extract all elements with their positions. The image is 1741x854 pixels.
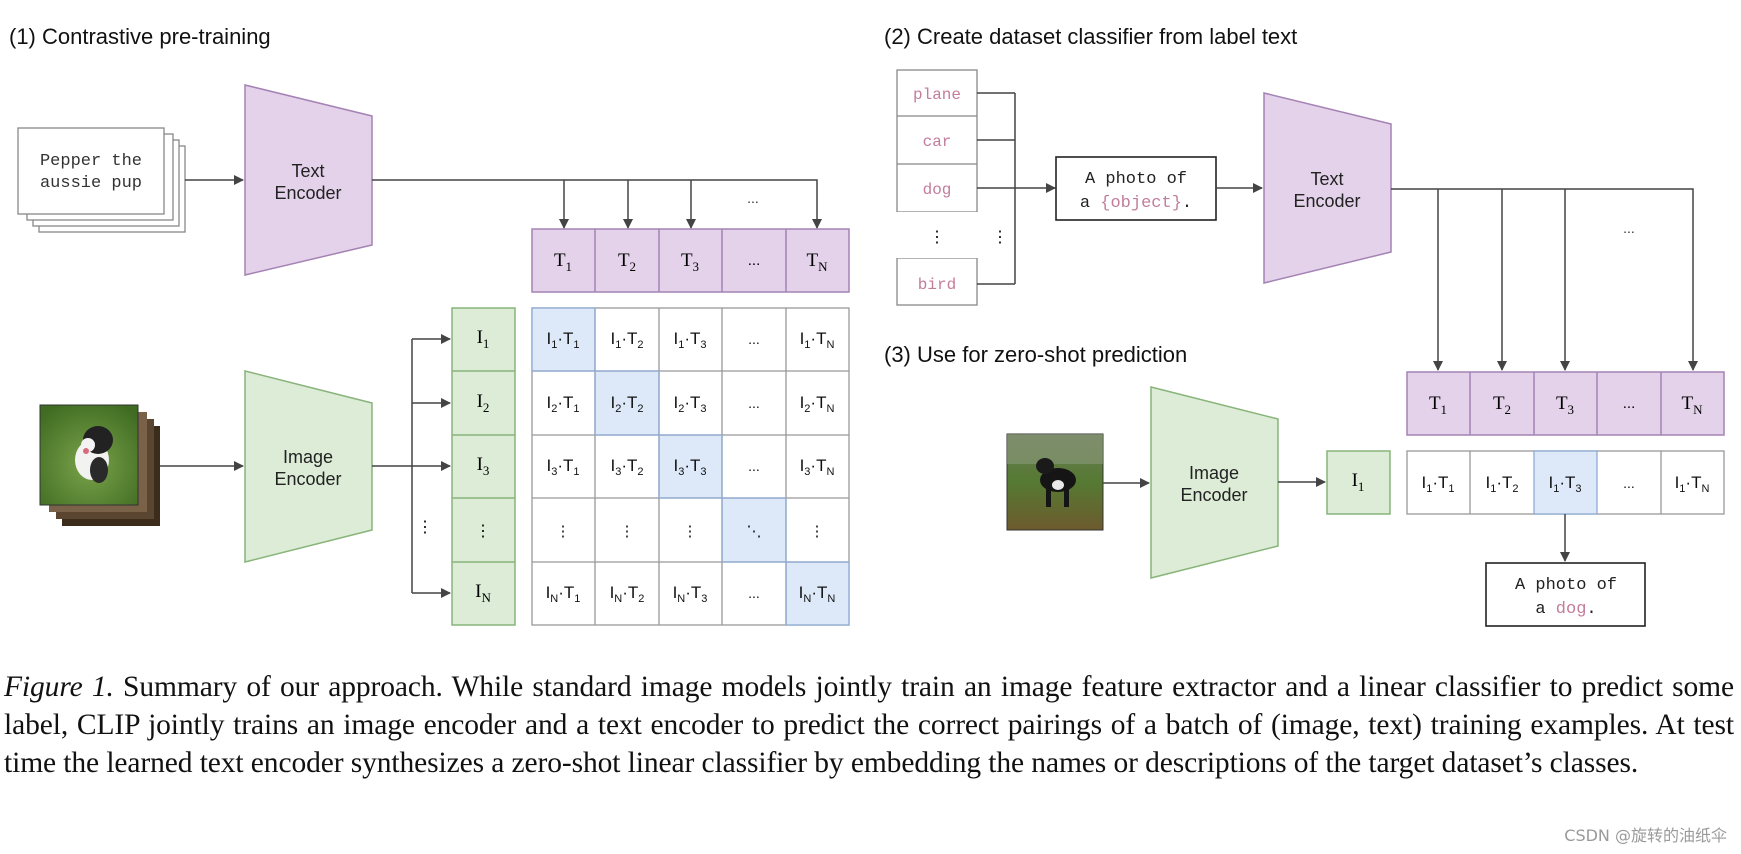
label-list: plane car dog ⋮ bird (895, 69, 979, 306)
section-title-pretraining: (1) Contrastive pre-training (9, 24, 271, 49)
prediction-suffix: . (1586, 600, 1596, 619)
input-text-stack: Pepper the aussie pup (17, 127, 186, 233)
bracket-vdots: ⋮ (992, 229, 1008, 246)
text-encoder-pretraining: Text Encoder (244, 84, 373, 276)
matrix-cell-1-ellipsis: ... (748, 331, 760, 347)
vdots-bracket: ⋮ (417, 519, 433, 536)
similarity-matrix: I1·T1 I1·T2 I1·T3 ... I1·TN I2·T1 I2·T2 … (531, 307, 850, 626)
caption-label: Figure 1. (4, 671, 114, 703)
prediction-prefix: a (1535, 600, 1555, 619)
text-encoder-label-line1: Text (291, 161, 324, 181)
dog-image-stack (39, 404, 160, 526)
template-line2: a {object}. (1080, 194, 1192, 213)
matrix-cell-4-1: ⋮ (556, 523, 571, 540)
template-suffix: . (1182, 194, 1192, 213)
prediction-box: A photo of a dog. (1485, 562, 1646, 627)
text-embedding-arrows (372, 179, 822, 229)
label-vdots: ⋮ (929, 229, 945, 246)
template-prefix: a (1080, 194, 1100, 213)
label-dog: dog (923, 181, 952, 199)
label-bird: bird (918, 276, 956, 294)
matrix-cell-4-n: ⋮ (810, 523, 825, 540)
image-embedding-column: I1 I2 I3 ⋮ IN (451, 307, 516, 626)
label-bracket-lines (977, 92, 1056, 285)
zeroshot-image-embedding: I1 (1326, 450, 1391, 515)
input-text-line1: Pepper the (40, 152, 142, 171)
text-embedding-row: T1 T2 T3 ... TN (531, 228, 850, 293)
t-ellipsis-cell: ... (748, 252, 761, 269)
zeroshot-dog-image (1006, 433, 1104, 531)
section-title-classifier: (2) Create dataset classifier from label… (884, 24, 1297, 49)
i-vdots-cell: ⋮ (475, 523, 491, 540)
text-encoder-label-line2: Encoder (274, 183, 341, 203)
text-encoder2-label-line2: Encoder (1293, 191, 1360, 211)
text-encoder2-label-line1: Text (1310, 169, 1343, 189)
input-text-line2: aussie pup (40, 174, 142, 193)
zeroshot-cell-ellipsis: ... (1623, 475, 1635, 491)
image-encoder2-label-line2: Encoder (1180, 485, 1247, 505)
classifier-text-embedding-row: T1 T2 T3 ... TN (1406, 371, 1725, 436)
matrix-cell-4-ddots: ⋱ (747, 523, 762, 540)
matrix-cell-2-ellipsis: ... (748, 395, 760, 411)
template-object: {object} (1100, 194, 1182, 213)
image-encoder2-label-line1: Image (1189, 463, 1239, 483)
t-ellipsis-cell-classifier: ... (1623, 395, 1636, 412)
section-title-zeroshot: (3) Use for zero-shot prediction (884, 342, 1187, 367)
image-encoder-pretraining: Image Encoder (244, 370, 373, 563)
prediction-line1: A photo of (1515, 576, 1617, 595)
watermark: CSDN @旋转的油纸伞 (1564, 826, 1727, 845)
image-encoder-label-line2: Encoder (274, 469, 341, 489)
prompt-template-box: A photo of a {object}. (1055, 156, 1217, 221)
ellipsis-text-arrows: ... (747, 190, 759, 206)
image-embedding-arrows (372, 334, 451, 598)
image-encoder-zeroshot: Image Encoder (1150, 386, 1279, 579)
matrix-cell-4-3: ⋮ (683, 523, 698, 540)
template-line1: A photo of (1085, 170, 1187, 189)
text-encoder-classifier: Text Encoder (1263, 92, 1392, 284)
label-plane: plane (913, 86, 961, 104)
caption-text: Summary of our approach. While standard … (4, 671, 1735, 779)
prediction-line2: a dog. (1535, 600, 1596, 619)
matrix-cell-n-ellipsis: ... (748, 585, 760, 601)
classifier-embedding-arrows (1391, 188, 1698, 371)
matrix-cell-3-ellipsis: ... (748, 458, 760, 474)
prediction-object: dog (1556, 600, 1587, 619)
figure-caption: Figure 1. Summary of our approach. While… (4, 668, 1734, 782)
matrix-cell-4-2: ⋮ (620, 523, 635, 540)
label-car: car (923, 133, 952, 151)
zeroshot-similarity-row: I1·T1 I1·T2 I1·T3 ... I1·TN (1406, 450, 1725, 515)
ellipsis-classifier-arrows: ... (1623, 220, 1635, 236)
image-encoder-label-line1: Image (283, 447, 333, 467)
